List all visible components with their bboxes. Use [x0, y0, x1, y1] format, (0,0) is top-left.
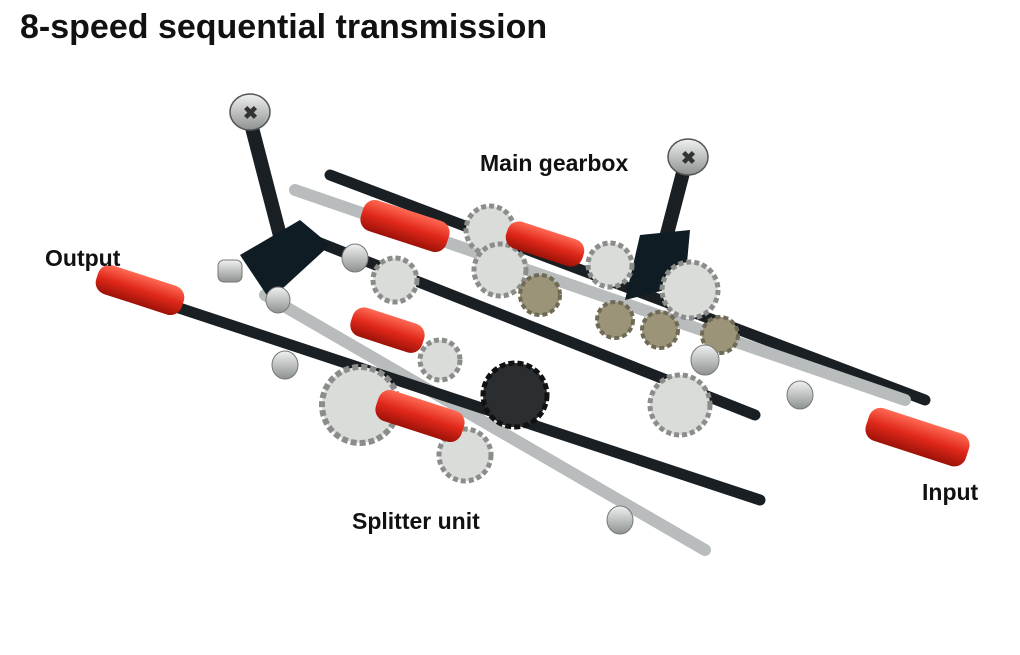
diagram-title: 8-speed sequential transmission [20, 8, 548, 46]
gear-tan-1 [518, 273, 562, 317]
gears [319, 203, 740, 484]
knob-right-cross: ✖ [681, 148, 696, 168]
gear-splitter-black [480, 360, 550, 430]
bushing-6 [606, 505, 634, 535]
gear-tan-4 [700, 315, 740, 355]
label-output: Output [45, 245, 121, 271]
coupler-splitter-top [350, 307, 425, 353]
coupler-main-left [360, 199, 450, 253]
coupler-main-mid [505, 221, 585, 267]
gear-tan-3 [640, 310, 680, 350]
bushings [265, 243, 814, 535]
coupler-output [95, 264, 185, 316]
gear-tan-2 [595, 300, 635, 340]
label-main-gearbox: Main gearbox [480, 150, 629, 176]
gear-main-5 [659, 259, 721, 321]
knob-left [229, 93, 271, 131]
label-splitter-unit: Splitter unit [352, 508, 480, 534]
coupler-input [865, 407, 970, 467]
bushing-1 [341, 243, 369, 273]
gear-main-3 [370, 255, 420, 305]
gear-main-2 [471, 241, 529, 299]
bushing-2 [265, 286, 291, 314]
liftarm-left [240, 220, 330, 300]
knob-right [667, 138, 709, 176]
bushing-3 [271, 350, 299, 380]
gear-splitter-front [436, 426, 494, 484]
knob-left-cross: ✖ [243, 103, 258, 123]
bushing-5 [786, 380, 814, 410]
label-input: Input [922, 479, 979, 505]
gear-main-4 [585, 240, 635, 290]
bushing-4 [690, 344, 720, 376]
couplers [95, 199, 970, 467]
bushing-left-bracket [217, 259, 243, 283]
axle-top-dark [324, 169, 931, 406]
axle-splitter-grey [259, 289, 711, 556]
gear-main-6 [647, 372, 713, 438]
gear-splitter-small [417, 337, 463, 383]
axle-output [164, 299, 766, 506]
coupler-splitter-front [375, 389, 465, 443]
shifter-posts: ✖ ✖ [217, 93, 709, 300]
